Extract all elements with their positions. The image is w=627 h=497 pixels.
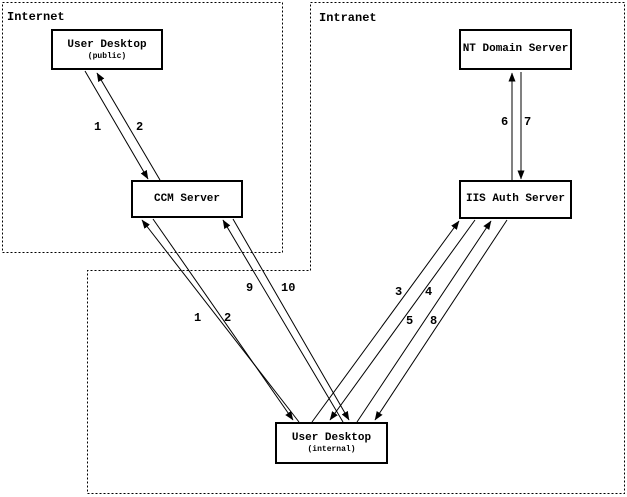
intranet-region-label: Intranet [319, 11, 377, 25]
arrow-2-ccm-server-to-internal-desktop [152, 218, 294, 421]
node-iis-auth-server: IIS Auth Server [459, 180, 572, 219]
arrow-2-ccm-server-to-public-desktop [96, 72, 161, 181]
arrow-8-iis-auth-server-to-internal-desktop [374, 219, 508, 421]
arrow-4-iis-auth-server-to-internal-desktop [329, 219, 476, 421]
node-title: CCM Server [153, 192, 220, 205]
arrow-1-public-desktop-to-ccm-server [84, 70, 149, 180]
intranet-region-border [87, 2, 625, 494]
step-label-2-internal: 2 [224, 311, 232, 325]
step-label-2-public: 2 [136, 120, 144, 134]
step-label-1-internal: 1 [194, 311, 202, 325]
step-label-8: 8 [430, 314, 438, 328]
step-label-6: 6 [501, 115, 509, 129]
step-label-9: 9 [246, 281, 254, 295]
arrow-1-internal-desktop-to-ccm-server [141, 219, 300, 423]
internet-region-border [2, 2, 283, 253]
node-title: User Desktop [67, 38, 147, 51]
node-title: NT Domain Server [462, 43, 569, 55]
node-user-desktop-public: User Desktop (public) [51, 29, 163, 70]
node-subtitle: (public) [87, 51, 127, 61]
arrow-9-internal-desktop-to-ccm-server [222, 219, 344, 423]
node-ccm-server: CCM Server [131, 180, 243, 218]
step-label-1-public: 1 [94, 120, 102, 134]
node-nt-domain-server: NT Domain Server [459, 29, 572, 70]
internet-region-label: Internet [7, 10, 65, 24]
node-title: IIS Auth Server [465, 193, 566, 205]
step-label-4: 4 [425, 285, 433, 299]
step-label-5: 5 [406, 314, 414, 328]
node-user-desktop-internal: User Desktop (internal) [275, 422, 388, 464]
step-label-3: 3 [395, 285, 403, 299]
step-label-7: 7 [524, 115, 532, 129]
node-subtitle: (internal) [307, 445, 356, 454]
arrow-10-ccm-server-to-internal-desktop [232, 218, 350, 421]
node-title: User Desktop [291, 432, 372, 444]
step-label-10: 10 [281, 281, 296, 295]
arrow-5-internal-desktop-to-iis-auth-server [356, 220, 492, 423]
arrow-3-internal-desktop-to-iis-auth-server [311, 220, 460, 423]
